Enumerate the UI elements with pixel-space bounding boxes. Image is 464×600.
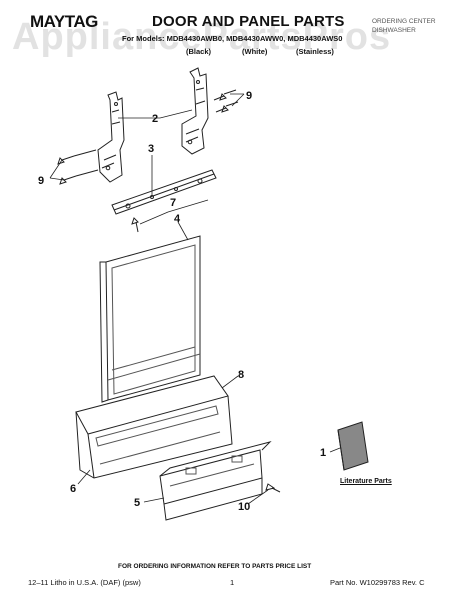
literature-parts-label: Literature Parts: [340, 478, 392, 485]
page-title: DOOR AND PANEL PARTS: [152, 13, 345, 30]
hinge-bracket-left: [97, 91, 125, 183]
ordering-note: FOR ORDERING INFORMATION REFER TO PARTS …: [118, 563, 312, 570]
color-stainless-label: (Stainless): [296, 47, 334, 56]
screw-group-upper: [213, 89, 239, 113]
callout-1: 1: [320, 447, 326, 459]
callout-5: 5: [134, 497, 140, 509]
hinge-bracket-right: [181, 67, 209, 155]
watermark-text: AppliancePartsPros: [12, 16, 392, 58]
callout-3: 3: [148, 143, 154, 155]
door-rail: [111, 169, 217, 233]
control-panel: [75, 375, 233, 479]
panel-brace: [159, 441, 272, 521]
footer-part-number: Part No. W10299783 Rev. C: [330, 578, 425, 587]
callout-4: 4: [174, 213, 181, 225]
leader-lines: [49, 93, 341, 505]
callout-9-lower: 9: [38, 175, 44, 187]
callout-10: 10: [238, 501, 250, 513]
corner-line-1: ORDERING CENTER: [372, 18, 436, 25]
screw-bottom: [265, 483, 281, 493]
corner-line-2: DISHWASHER: [372, 27, 416, 34]
callout-7: 7: [170, 197, 176, 209]
door-panel: [99, 235, 201, 403]
callout-6: 6: [70, 483, 76, 495]
brand-logo: MAYTAG: [30, 12, 98, 31]
color-black-label: (Black): [186, 47, 212, 56]
color-white-label: (White): [242, 47, 268, 56]
model-list: For Models: MDB4430AWB0, MDB4430AWW0, MD…: [122, 34, 343, 43]
literature-book: [337, 421, 369, 471]
screw-group-lower: [57, 149, 99, 185]
callout-2: 2: [152, 113, 158, 125]
callout-8: 8: [238, 369, 244, 381]
footer-litho: 12–11 Litho in U.S.A. (DAF) (psw): [28, 578, 141, 587]
callout-9-upper: 9: [246, 90, 252, 102]
footer-page-number: 1: [230, 578, 235, 587]
